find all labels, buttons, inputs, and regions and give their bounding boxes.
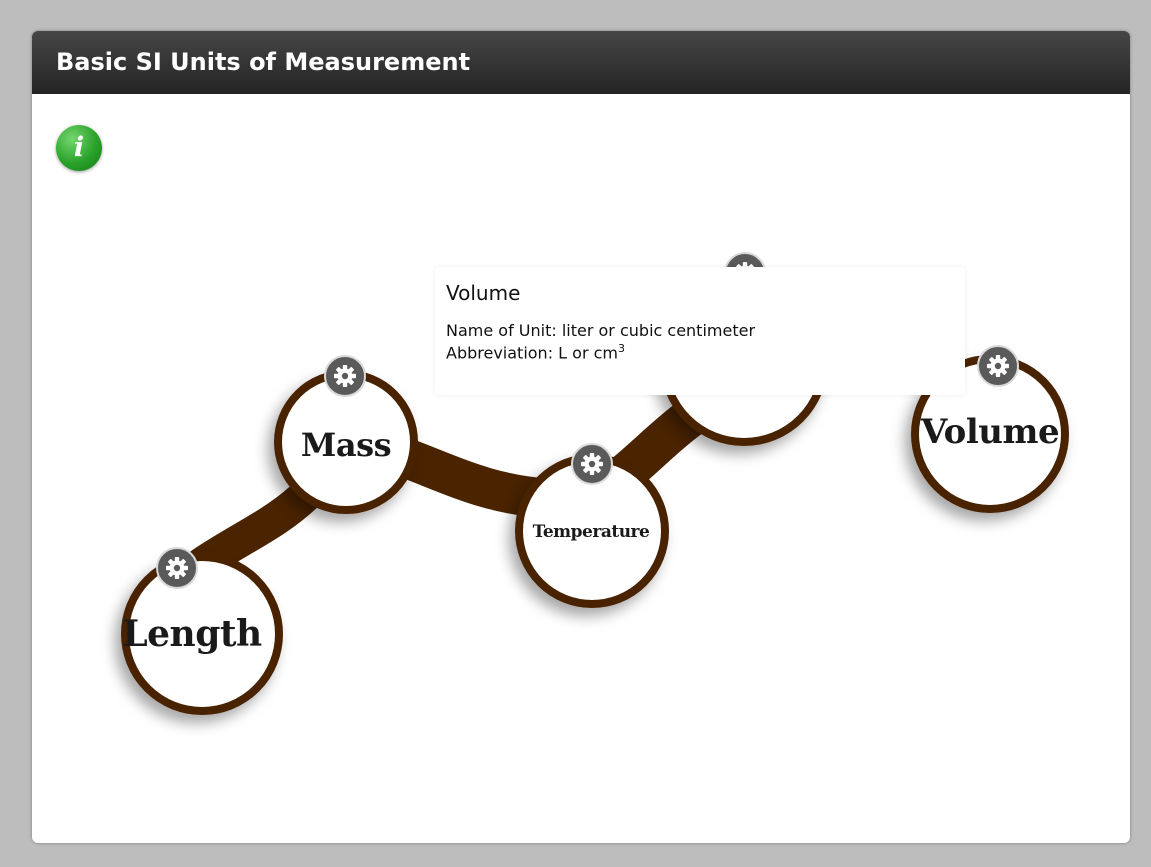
node-volume-label: Volume [920, 412, 1060, 452]
slide-window: Basic SI Units of Measurement i [32, 31, 1130, 843]
node-temperature-label: Temperature [532, 522, 650, 542]
connector-length-mass [185, 472, 329, 581]
node-length-circle[interactable] [121, 553, 283, 715]
diagram-stage: Length Mass Temperature Volume [32, 94, 1130, 843]
tooltip-unit-name: Name of Unit: liter or cubic centimeter [446, 321, 756, 340]
tooltip-abbreviation: Abbreviation: L or cm3 [446, 342, 625, 362]
unit-tooltip: Volume Name of Unit: liter or cubic cent… [435, 267, 965, 395]
node-length-gear[interactable] [155, 546, 199, 590]
connector-diagram [121, 278, 1069, 715]
node-temperature-gear[interactable] [570, 442, 614, 486]
tooltip-abbreviation-superscript: 3 [618, 342, 626, 355]
page-title: Basic SI Units of Measurement [56, 48, 471, 76]
gear-icon [571, 443, 613, 485]
tooltip-title: Volume [446, 281, 521, 305]
node-mass-gear[interactable] [323, 354, 367, 398]
tooltip-abbreviation-text: Abbreviation: L or cm [446, 343, 619, 363]
title-bar: Basic SI Units of Measurement [32, 31, 1130, 94]
node-volume-gear[interactable] [976, 344, 1020, 388]
node-length-label: Length [122, 613, 262, 655]
node-mass-label: Mass [300, 426, 392, 464]
gear-icon [156, 547, 198, 589]
gear-icon [977, 345, 1019, 387]
gear-icon [324, 355, 366, 397]
info-button[interactable]: i [56, 125, 102, 171]
info-icon: i [73, 132, 85, 163]
